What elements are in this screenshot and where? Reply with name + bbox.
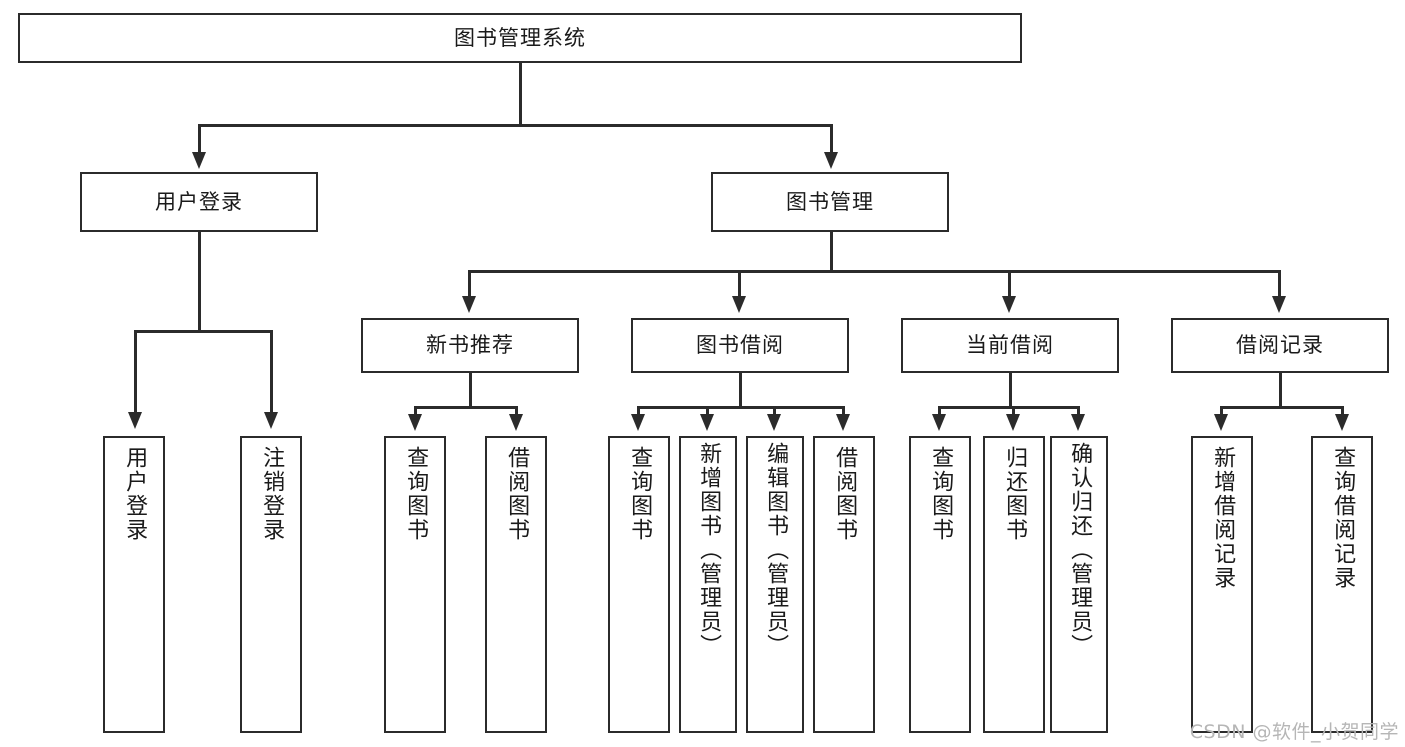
- connector-nbr-stem: [469, 373, 472, 408]
- node-user-login[interactable]: 用户登录: [80, 172, 318, 232]
- connector-book-manage-stem: [830, 232, 833, 272]
- connector-user-login-stem: [198, 232, 201, 332]
- node-label: 图书借阅: [696, 333, 784, 358]
- node-borrow-record[interactable]: 借阅记录: [1171, 318, 1389, 373]
- connector-cb-bus: [938, 406, 1079, 409]
- leaf-label: 确认归还（管理员）: [1067, 442, 1093, 658]
- connector-br-to-leaf2: [1341, 406, 1344, 416]
- node-label: 图书管理系统: [454, 25, 586, 50]
- leaf-label: 查询图书: [627, 446, 653, 542]
- leaf-label: 借阅图书: [504, 446, 530, 542]
- arrow-cb-to-confirm-return: [1071, 414, 1085, 431]
- node-book-manage[interactable]: 图书管理: [711, 172, 949, 232]
- node-new-book-recommend[interactable]: 新书推荐: [361, 318, 579, 373]
- connector-cb-stem: [1009, 373, 1012, 408]
- leaf-query-book-borrow[interactable]: 查询图书: [608, 436, 670, 733]
- node-label: 图书管理: [786, 189, 874, 214]
- arrow-br-to-query-record: [1335, 414, 1349, 431]
- connector-user-login-to-leaf2: [270, 330, 273, 414]
- leaf-label: 归还图书: [1002, 446, 1028, 542]
- connector-bm-to-l3-4: [1278, 270, 1281, 298]
- leaf-label: 注销登录: [259, 446, 285, 542]
- leaf-borrow-book-borrow[interactable]: 借阅图书: [813, 436, 875, 733]
- arrow-cb-to-query-book: [932, 414, 946, 431]
- connector-bm-to-l3-1: [468, 270, 471, 298]
- connector-root-to-user-login: [198, 124, 201, 154]
- node-label: 用户登录: [155, 189, 243, 214]
- connector-bb-to-leaf4: [842, 406, 845, 416]
- arrow-bb-to-edit-book: [767, 414, 781, 431]
- arrow-cb-to-return-book: [1006, 414, 1020, 431]
- leaf-label: 查询图书: [928, 446, 954, 542]
- connector-br-to-leaf1: [1220, 406, 1223, 416]
- leaf-add-book[interactable]: 新增图书（管理员）: [679, 436, 737, 733]
- leaf-label: 新增借阅记录: [1210, 446, 1236, 590]
- connector-nbr-to-leaf1: [414, 406, 417, 416]
- leaf-query-book-recommend[interactable]: 查询图书: [384, 436, 446, 733]
- connector-cb-to-leaf3: [1077, 406, 1080, 416]
- leaf-label: 借阅图书: [832, 446, 858, 542]
- connector-root-bus: [198, 124, 832, 127]
- leaf-borrow-book-recommend[interactable]: 借阅图书: [485, 436, 547, 733]
- connector-book-manage-bus: [468, 270, 1280, 273]
- node-book-borrow[interactable]: 图书借阅: [631, 318, 849, 373]
- arrow-nbr-to-borrow-book: [509, 414, 523, 431]
- connector-bm-to-l3-2: [738, 270, 741, 298]
- arrow-bm-to-current-borrow: [1002, 296, 1016, 313]
- leaf-edit-book[interactable]: 编辑图书（管理员）: [746, 436, 804, 733]
- connector-bb-bus: [637, 406, 844, 409]
- arrow-user-login-to-leaf2: [264, 412, 278, 429]
- arrow-bb-to-add-book: [700, 414, 714, 431]
- watermark-text: CSDN @软件_小贺同学: [1189, 721, 1399, 743]
- leaf-user-login[interactable]: 用户登录: [103, 436, 165, 733]
- connector-bb-to-leaf2: [706, 406, 709, 416]
- leaf-return-book[interactable]: 归还图书: [983, 436, 1045, 733]
- connector-br-bus: [1220, 406, 1343, 409]
- connector-root-to-book-manage: [830, 124, 833, 154]
- connector-bb-stem: [739, 373, 742, 408]
- arrow-bb-to-query-book: [631, 414, 645, 431]
- connector-cb-to-leaf2: [1012, 406, 1015, 416]
- arrow-root-to-book-manage: [824, 152, 838, 169]
- leaf-label: 编辑图书（管理员）: [763, 442, 789, 658]
- arrow-br-to-add-record: [1214, 414, 1228, 431]
- arrow-root-to-user-login: [192, 152, 206, 169]
- connector-br-stem: [1279, 373, 1282, 408]
- leaf-query-book-current[interactable]: 查询图书: [909, 436, 971, 733]
- connector-user-login-to-leaf1: [134, 330, 137, 414]
- node-label: 当前借阅: [966, 333, 1054, 358]
- connector-root-stem: [519, 63, 522, 125]
- node-root-system[interactable]: 图书管理系统: [18, 13, 1022, 63]
- arrow-user-login-to-leaf1: [128, 412, 142, 429]
- node-current-borrow[interactable]: 当前借阅: [901, 318, 1119, 373]
- leaf-label: 新增图书（管理员）: [696, 442, 722, 658]
- leaf-label: 用户登录: [122, 446, 148, 542]
- arrow-bm-to-book-borrow: [732, 296, 746, 313]
- leaf-query-borrow-record[interactable]: 查询借阅记录: [1311, 436, 1373, 733]
- arrow-bm-to-borrow-record: [1272, 296, 1286, 313]
- arrow-nbr-to-query-book: [408, 414, 422, 431]
- connector-bm-to-l3-3: [1008, 270, 1011, 298]
- leaf-confirm-return[interactable]: 确认归还（管理员）: [1050, 436, 1108, 733]
- connector-cb-to-leaf1: [938, 406, 941, 416]
- node-label: 借阅记录: [1236, 333, 1324, 358]
- connector-user-login-bus: [134, 330, 270, 333]
- leaf-add-borrow-record[interactable]: 新增借阅记录: [1191, 436, 1253, 733]
- connector-nbr-bus: [414, 406, 517, 409]
- arrow-bb-to-borrow-book: [836, 414, 850, 431]
- node-label: 新书推荐: [426, 333, 514, 358]
- arrow-bm-to-new-book-recommend: [462, 296, 476, 313]
- leaf-label: 查询图书: [403, 446, 429, 542]
- connector-bb-to-leaf1: [637, 406, 640, 416]
- leaf-logout[interactable]: 注销登录: [240, 436, 302, 733]
- connector-bb-to-leaf3: [773, 406, 776, 416]
- connector-nbr-to-leaf2: [515, 406, 518, 416]
- leaf-label: 查询借阅记录: [1330, 446, 1356, 590]
